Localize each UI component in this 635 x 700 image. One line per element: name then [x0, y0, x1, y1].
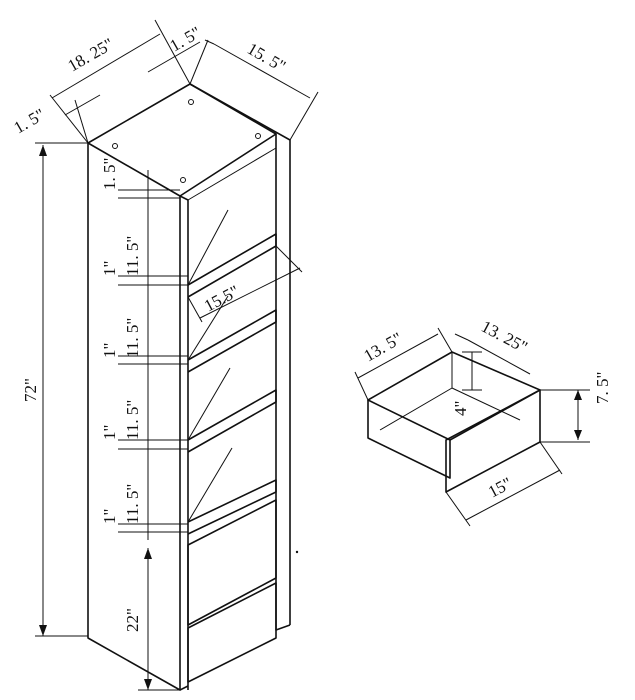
shelf	[187, 295, 277, 373]
dim-shelf-thickness: 1"	[100, 509, 119, 524]
shelf	[187, 367, 277, 453]
dim-drawer-section: 22"	[123, 608, 142, 632]
dim-drawer-inner-depth: 13. 25"	[478, 317, 531, 357]
bookcase-drawer-upper	[187, 499, 277, 626]
inner-top-edge	[187, 147, 277, 201]
dim-drawer-inner-height: 4"	[451, 401, 470, 416]
shelf	[187, 209, 277, 298]
screw-hole-icon	[112, 143, 118, 149]
bookcase-drawer-lower	[187, 582, 277, 683]
dim-shelf-thickness: 1"	[100, 425, 119, 440]
shelf	[187, 447, 277, 535]
dim-depth: 15. 5"	[244, 39, 289, 76]
bookcase-drawing	[87, 83, 299, 691]
dim-drawer-inner-width: 13. 5"	[361, 329, 406, 366]
left-panel-bottom-corner	[179, 685, 189, 691]
left-panel-top-corner	[179, 195, 189, 201]
dim-drawer-front-height: 7. 5"	[593, 372, 612, 404]
dim-drawer-front-width: 15"	[485, 474, 515, 502]
dim-shelf-thickness: 1"	[100, 343, 119, 358]
screw-hole-icon	[188, 99, 194, 105]
bookcase-dimensions: 18. 25" 1. 5" 15. 5" 1. 5" 72"	[11, 19, 319, 691]
left-side-front	[87, 143, 181, 691]
dot-mark	[295, 550, 299, 554]
dim-opening: 11. 5"	[123, 484, 142, 524]
dim-top-width: 18. 25"	[65, 34, 117, 75]
dim-opening: 11. 5"	[123, 236, 142, 276]
right-side-panel	[275, 134, 291, 631]
top-right-edge	[189, 83, 291, 625]
dim-top-panel: 1. 5"	[100, 158, 119, 190]
drawer-drawing	[367, 351, 541, 493]
dim-side-thickness-left: 1. 5"	[11, 105, 49, 138]
screw-hole-icon	[180, 177, 186, 183]
dim-opening: 11. 5"	[123, 318, 142, 358]
dim-height: 72"	[21, 378, 40, 402]
screw-hole-icon	[255, 133, 261, 139]
dim-opening: 11. 5"	[123, 400, 142, 440]
dim-shelf-thickness: 1"	[100, 261, 119, 276]
